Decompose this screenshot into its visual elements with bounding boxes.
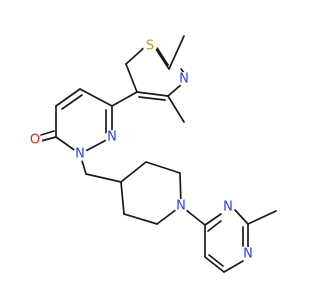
pyridazinone-nitrogen-atom-2: N [73,147,87,162]
bond [123,213,158,225]
bond [247,210,277,225]
bond [40,130,55,136]
bond [111,91,138,107]
atom-label-n: N [179,72,189,87]
bond [208,254,224,267]
atom-label-n: N [223,200,233,215]
bond [125,63,138,93]
bond [234,209,249,225]
bond [168,35,185,70]
bond [79,88,113,107]
bond [223,260,244,273]
bond [120,181,125,215]
bond [207,220,222,232]
pyrimidine-nitrogen-atom-1: N [221,200,235,215]
atom-label-o: O [30,133,40,148]
bond [153,45,170,70]
bond [40,136,57,142]
bond [61,94,83,110]
bond [204,256,225,273]
bond [136,91,169,97]
atom-label-n: N [75,147,85,162]
sulfur-atom: S [143,39,157,54]
pyrimidine-nitrogen-atom-2: N [241,247,255,262]
structure-drawing: S N O N N N N [28,35,277,273]
thiazole-nitrogen-atom: N [177,72,191,87]
atom-label-n: N [176,199,186,214]
bond [167,95,185,123]
bond [125,45,147,65]
bond [138,96,166,101]
carbonyl-oxygen-atom: O [28,133,42,148]
bond [120,161,147,183]
bond [156,47,169,66]
atom-label-n: N [243,247,253,262]
atom-label-layer: S N O N N N N [28,39,255,262]
bond-layer [40,35,277,273]
atom-label-s: S [146,39,154,54]
atom-label-n: N [107,130,117,145]
bond [167,83,183,97]
bond [204,213,222,226]
bond [55,88,81,107]
piperidine-nitrogen-atom: N [174,199,188,214]
bond [85,173,122,183]
bond [145,161,181,174]
molecule-diagram: S N O N N N N [28,35,277,273]
pyridazinone-nitrogen-atom-1: N [105,130,119,145]
